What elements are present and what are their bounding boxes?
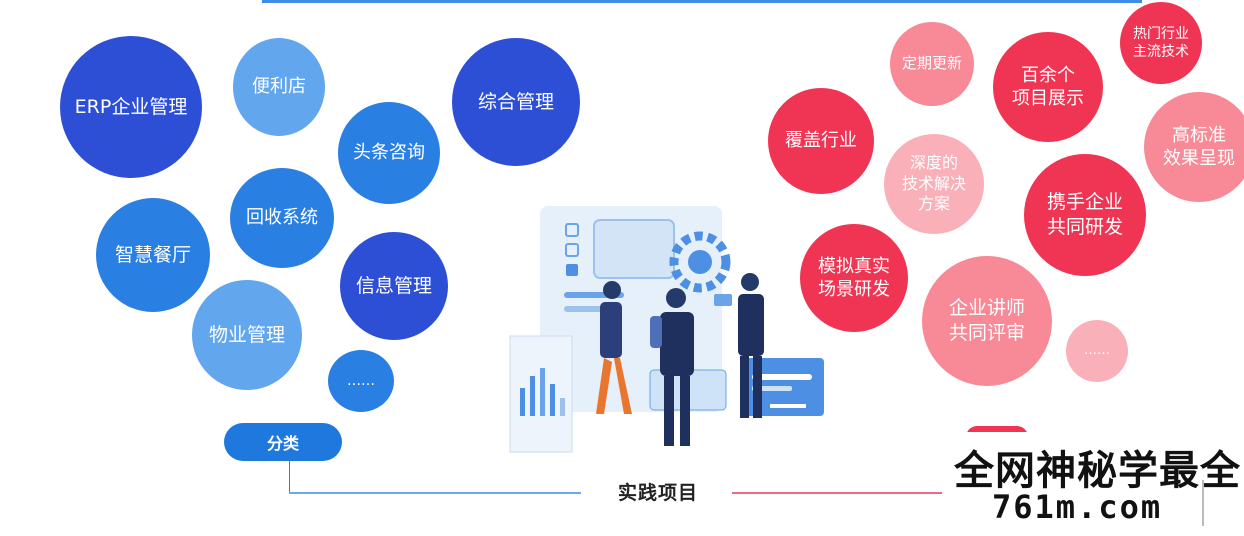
center-label: 实践项目 [617, 482, 698, 504]
bubble-property-management: 物业管理 [192, 280, 302, 390]
bubble-deep-solution: 深度的 技术解决 方案 [884, 134, 984, 234]
bubble-high-standard: 高标准 效果呈现 [1144, 92, 1244, 202]
connector-vertical [289, 461, 290, 493]
bubble-industry-coverage: 覆盖行业 [768, 88, 874, 194]
team-illustration [509, 206, 824, 453]
connector-line-left [289, 492, 581, 494]
bubble-projects-showcase: 百余个 项目展示 [993, 32, 1103, 142]
connector-line-right [732, 492, 962, 494]
bubble-joint-development: 携手企业 共同研发 [1024, 154, 1146, 276]
bubble-recycle-system: 回收系统 [230, 168, 334, 268]
bubble-info-management: 信息管理 [340, 232, 448, 340]
bubble-convenience-store: 便利店 [233, 38, 325, 136]
bubble-regular-update: 定期更新 [890, 22, 974, 106]
bubble-real-scenario: 模拟真实 场景研发 [800, 224, 908, 332]
bubble-toutiao: 头条咨询 [338, 102, 440, 204]
bubble-general-management: 综合管理 [452, 38, 580, 166]
bubble-smart-restaurant: 智慧餐厅 [96, 198, 210, 312]
watermark-line2: 761m.com [992, 488, 1163, 526]
bubble-more-left: …… [328, 350, 394, 412]
bubble-hot-industry: 热门行业 主流技术 [1120, 2, 1202, 84]
top-divider-line [262, 0, 1142, 3]
category-tag: 分类 [224, 423, 342, 461]
watermark-overlay: 全网神秘学最全 761m.com [942, 432, 1244, 536]
watermark-bar [1202, 480, 1204, 526]
bubble-expert-review: 企业讲师 共同评审 [922, 256, 1052, 386]
bubble-more-right: …… [1066, 320, 1128, 382]
bubble-erp: ERP企业管理 [60, 36, 202, 178]
watermark-line1: 全网神秘学最全 [954, 448, 1241, 494]
